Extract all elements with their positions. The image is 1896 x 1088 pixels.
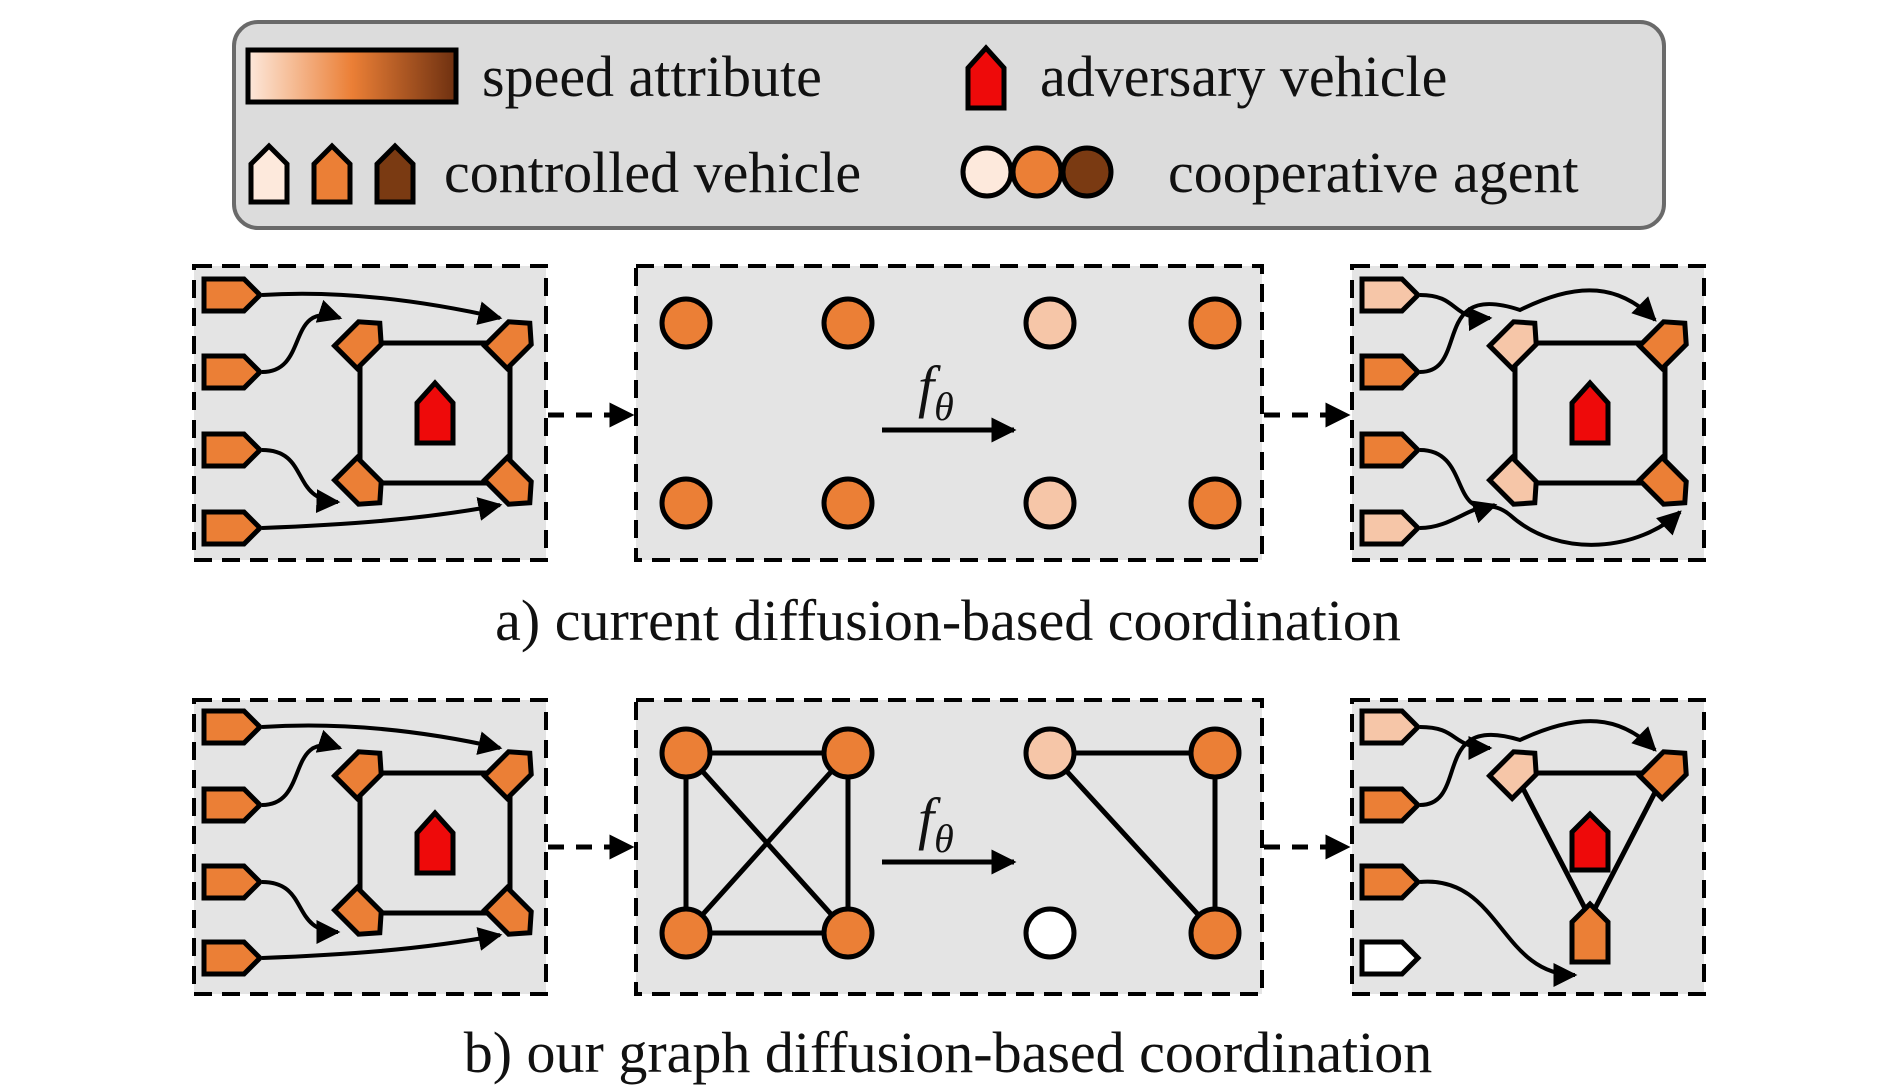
- left-vehicle: [201, 276, 264, 314]
- agent-node: [821, 476, 875, 530]
- agent-node-isolated: [1023, 906, 1077, 960]
- agent-node: [1023, 726, 1077, 780]
- formation-square: [357, 340, 513, 486]
- agent-node: [1188, 476, 1242, 530]
- caption-a: a) current diffusion-based coordination: [495, 588, 1401, 653]
- panel-b-output-scene: [1350, 698, 1706, 996]
- agent-node: [821, 726, 875, 780]
- adversary-vehicle: [414, 809, 456, 876]
- legend-box: [232, 20, 1666, 230]
- corner-vehicle: [1636, 749, 1689, 802]
- adversary-vehicle-icon: [965, 44, 1007, 111]
- controlled-vehicle-icons: [248, 142, 416, 205]
- cooperative-agent-mid-icon: [1010, 145, 1064, 199]
- left-vehicle: [1359, 431, 1422, 469]
- cooperative-agent-icons: [960, 145, 1114, 199]
- agent-node: [659, 296, 713, 350]
- panel-b-graph: fθ: [634, 698, 1264, 996]
- left-vehicle: [1359, 863, 1422, 901]
- agent-node: [1188, 726, 1242, 780]
- corner-vehicle: [481, 749, 534, 802]
- formation-triangle: [1510, 770, 1670, 924]
- agent-node: [821, 906, 875, 960]
- left-vehicle: [201, 786, 264, 824]
- panel-a-output-scene: [1350, 264, 1706, 562]
- row-b: fθ b) our graph diffusion-based coordina…: [192, 698, 1706, 1085]
- left-vehicle: [1359, 939, 1422, 977]
- adversary-vehicle: [1569, 379, 1611, 446]
- left-vehicle: [1359, 276, 1422, 314]
- cooperative-agent-dark-icon: [1060, 145, 1114, 199]
- cooperative-agent-light-icon: [960, 145, 1014, 199]
- corner-vehicle: [1636, 454, 1689, 507]
- corner-vehicle: [1486, 454, 1539, 507]
- controlled-vehicle-mid-icon: [311, 142, 353, 205]
- agent-node: [659, 906, 713, 960]
- corner-vehicle: [331, 454, 384, 507]
- legend: speed attribute adversary vehicle contro…: [232, 20, 1666, 230]
- left-vehicle: [201, 939, 264, 977]
- left-vehicle: [201, 708, 264, 746]
- adversary-vehicle: [414, 379, 456, 446]
- corner-vehicle: [331, 884, 384, 937]
- corner-vehicle: [1636, 319, 1689, 372]
- left-vehicle: [1359, 353, 1422, 391]
- agent-node: [659, 726, 713, 780]
- corner-vehicle: [1486, 319, 1539, 372]
- corner-vehicle: [331, 749, 384, 802]
- panel-a-input-scene: [192, 264, 548, 562]
- corner-vehicle: [331, 319, 384, 372]
- agent-node: [659, 476, 713, 530]
- corner-vehicle: [1569, 900, 1611, 965]
- legend-controlled-vehicle: controlled vehicle: [444, 140, 861, 205]
- left-vehicle: [201, 353, 264, 391]
- legend-speed-attribute: speed attribute: [482, 44, 822, 109]
- graph-edge: [684, 751, 850, 935]
- agent-node: [1188, 906, 1242, 960]
- speed-gradient-swatch: [245, 47, 459, 105]
- row-a: fθ a) current diffusion-: [192, 264, 1706, 653]
- formation-square: [1512, 340, 1668, 486]
- legend-adversary-vehicle: adversary vehicle: [1040, 44, 1447, 109]
- left-vehicle: [1359, 509, 1422, 547]
- agent-node: [1188, 296, 1242, 350]
- left-vehicle: [201, 431, 264, 469]
- controlled-vehicle-light-icon: [248, 142, 290, 205]
- corner-vehicle: [481, 319, 534, 372]
- formation-square: [357, 770, 513, 916]
- caption-b: b) our graph diffusion-based coordinatio…: [464, 1020, 1433, 1085]
- agent-node: [1023, 476, 1077, 530]
- corner-vehicle: [481, 454, 534, 507]
- panel-a-agents: fθ: [634, 264, 1264, 562]
- graph-edge: [1048, 751, 1217, 935]
- left-vehicle: [201, 863, 264, 901]
- corner-vehicle: [1486, 749, 1539, 802]
- controlled-vehicle-dark-icon: [374, 142, 416, 205]
- adversary-vehicle: [1569, 810, 1611, 873]
- left-vehicle: [1359, 786, 1422, 824]
- agent-node: [821, 296, 875, 350]
- left-vehicle: [201, 509, 264, 547]
- corner-vehicle: [481, 884, 534, 937]
- agent-node: [1023, 296, 1077, 350]
- left-vehicle: [1359, 708, 1422, 746]
- legend-cooperative-agent: cooperative agent: [1168, 140, 1579, 205]
- panel-b-input-scene: [192, 698, 548, 996]
